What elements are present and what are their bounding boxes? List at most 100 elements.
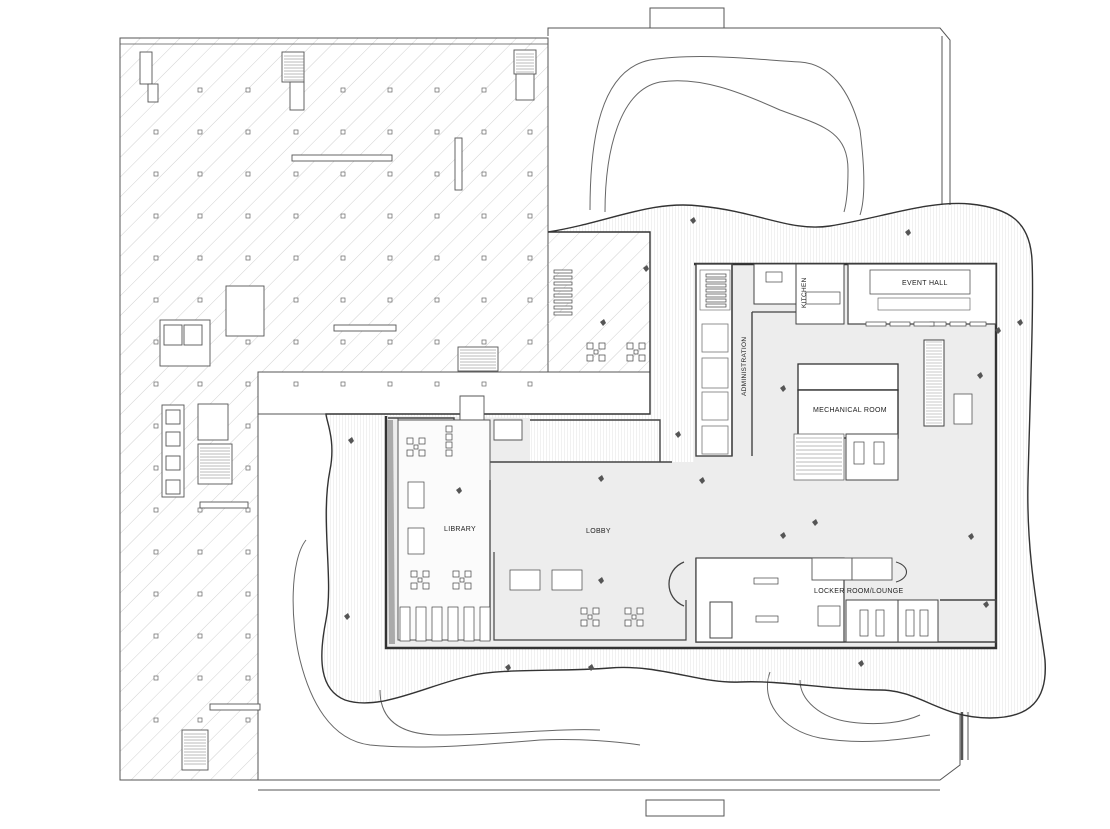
table bbox=[551, 569, 583, 591]
room-label-event-hall: EVENT HALL bbox=[902, 280, 948, 287]
column bbox=[245, 591, 251, 597]
furniture bbox=[399, 269, 987, 642]
tree-symbol bbox=[699, 477, 705, 484]
column bbox=[153, 297, 159, 303]
table bbox=[431, 606, 443, 642]
table bbox=[705, 278, 727, 283]
column bbox=[434, 339, 440, 345]
column bbox=[153, 381, 159, 387]
column bbox=[527, 381, 533, 387]
table bbox=[859, 609, 869, 637]
column bbox=[340, 339, 346, 345]
site-boundary bbox=[120, 7, 969, 817]
table bbox=[753, 577, 779, 585]
column bbox=[153, 675, 159, 681]
tree-symbol bbox=[968, 533, 974, 540]
column bbox=[197, 675, 203, 681]
column bbox=[387, 339, 393, 345]
tree-symbol bbox=[995, 327, 1001, 334]
column bbox=[340, 213, 346, 219]
table bbox=[463, 606, 475, 642]
column bbox=[197, 171, 203, 177]
column bbox=[293, 297, 299, 303]
chair-cluster bbox=[410, 570, 430, 590]
column bbox=[481, 255, 487, 261]
table bbox=[875, 609, 885, 637]
table bbox=[407, 527, 425, 555]
tree-symbol bbox=[344, 613, 350, 620]
tree-symbol bbox=[456, 487, 462, 494]
column bbox=[481, 339, 487, 345]
table bbox=[905, 609, 915, 637]
column bbox=[434, 129, 440, 135]
column bbox=[245, 171, 251, 177]
column bbox=[153, 213, 159, 219]
column bbox=[245, 675, 251, 681]
chair-cluster bbox=[626, 342, 646, 362]
tree-symbol bbox=[858, 660, 864, 667]
tree-symbol bbox=[905, 229, 911, 236]
column bbox=[153, 633, 159, 639]
column bbox=[527, 171, 533, 177]
table bbox=[445, 425, 453, 433]
table bbox=[553, 269, 573, 274]
column bbox=[387, 255, 393, 261]
table bbox=[755, 615, 779, 623]
table bbox=[447, 606, 459, 642]
tree-symbol bbox=[812, 519, 818, 526]
table bbox=[705, 283, 727, 288]
table bbox=[705, 298, 727, 303]
column bbox=[340, 381, 346, 387]
tree-symbol bbox=[600, 319, 606, 326]
table bbox=[445, 441, 453, 449]
column bbox=[153, 171, 159, 177]
table bbox=[969, 321, 987, 327]
column bbox=[153, 507, 159, 513]
column bbox=[197, 297, 203, 303]
column bbox=[197, 255, 203, 261]
table bbox=[949, 321, 967, 327]
table bbox=[553, 293, 573, 298]
room-label-lobby: LOBBY bbox=[586, 528, 611, 535]
table bbox=[445, 433, 453, 441]
column bbox=[197, 213, 203, 219]
tree-symbol bbox=[598, 577, 604, 584]
column bbox=[153, 423, 159, 429]
column bbox=[387, 171, 393, 177]
table bbox=[919, 609, 929, 637]
column bbox=[197, 87, 203, 93]
table bbox=[553, 281, 573, 286]
column bbox=[245, 465, 251, 471]
tree-symbol bbox=[675, 431, 681, 438]
column bbox=[527, 255, 533, 261]
chair-cluster bbox=[586, 342, 606, 362]
deck-trees bbox=[344, 217, 1023, 671]
column bbox=[387, 87, 393, 93]
column bbox=[481, 87, 487, 93]
tree-symbol bbox=[780, 385, 786, 392]
column bbox=[197, 717, 203, 723]
table bbox=[853, 441, 865, 465]
column bbox=[197, 129, 203, 135]
column bbox=[434, 255, 440, 261]
chair-cluster bbox=[624, 607, 644, 627]
column bbox=[481, 129, 487, 135]
table bbox=[705, 303, 727, 308]
column bbox=[153, 465, 159, 471]
table bbox=[479, 606, 491, 642]
column bbox=[527, 213, 533, 219]
column bbox=[527, 339, 533, 345]
column bbox=[197, 633, 203, 639]
tree-symbol bbox=[690, 217, 696, 224]
column bbox=[387, 213, 393, 219]
table bbox=[705, 288, 727, 293]
column bbox=[434, 171, 440, 177]
column bbox=[153, 255, 159, 261]
column-grid bbox=[153, 87, 533, 723]
column bbox=[293, 129, 299, 135]
column bbox=[197, 591, 203, 597]
tree-symbol bbox=[598, 475, 604, 482]
column bbox=[245, 717, 251, 723]
table bbox=[553, 287, 573, 292]
table bbox=[865, 321, 887, 327]
